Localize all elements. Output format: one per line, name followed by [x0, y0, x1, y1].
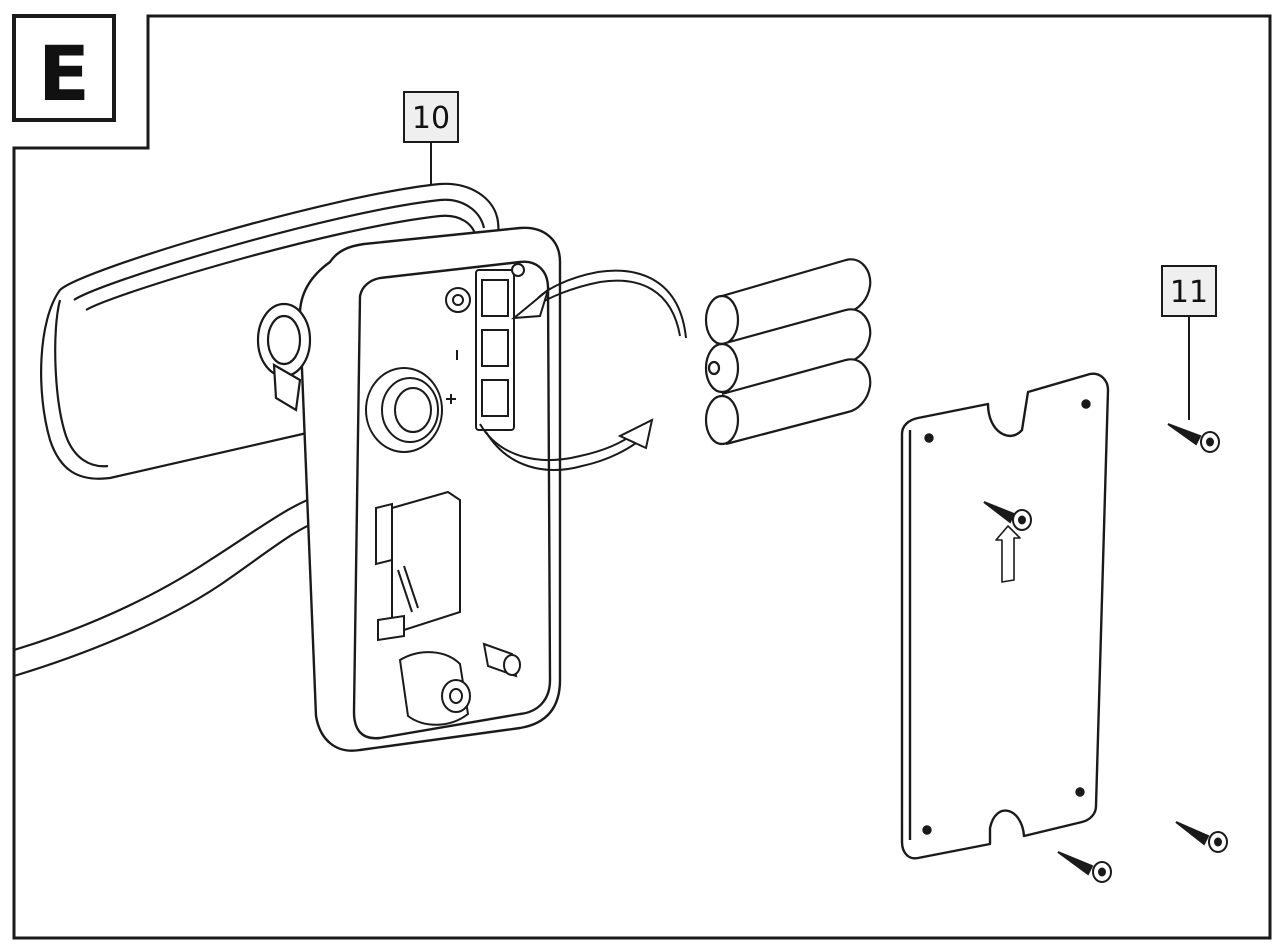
battery-middle [704, 308, 872, 396]
up-arrow-icon [995, 525, 1021, 583]
battery-contacts [445, 263, 525, 431]
panel-label-box: E [12, 14, 116, 122]
battery-cover [900, 372, 1110, 860]
callout-10-label: 10 [412, 101, 450, 136]
screw-cover-center [983, 501, 1032, 531]
panel-label: E [38, 29, 90, 118]
insert-arrow-lower [479, 418, 654, 471]
screw-bosses [398, 642, 521, 726]
insert-arrow-upper [510, 269, 687, 339]
connector-module [375, 490, 461, 642]
buzzer [365, 367, 443, 453]
mount-post [256, 302, 312, 412]
screw-11 [1167, 423, 1220, 453]
outer-frame [12, 14, 1272, 940]
screw-bottom-right [1175, 821, 1228, 853]
polarity-marks [446, 350, 458, 404]
cable [13, 476, 340, 678]
battery-bottom [704, 358, 872, 446]
callout-11-label: 11 [1170, 275, 1208, 310]
callout-11: 11 [1161, 265, 1217, 420]
screw-bottom-left [1057, 851, 1112, 883]
batteries [704, 258, 872, 446]
